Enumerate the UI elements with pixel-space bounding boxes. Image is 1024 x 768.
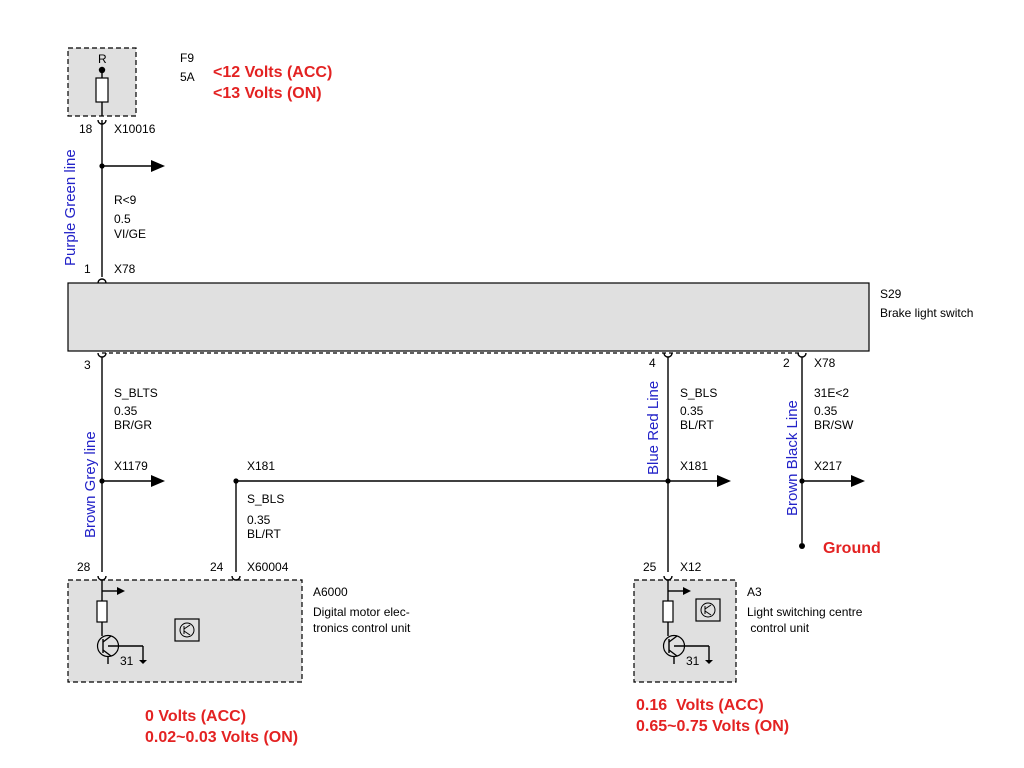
connector-x181-left: X181 bbox=[247, 459, 275, 473]
wire-size: 0.35 bbox=[114, 404, 138, 418]
pin-28-symbol bbox=[97, 575, 107, 581]
wire-bus-s-bls: X181 S_BLS 0.35 BL/RT X181 bbox=[233, 459, 731, 572]
fuse-rating: 5A bbox=[180, 70, 195, 84]
pin-25: 25 bbox=[643, 560, 657, 574]
pin-3: 3 bbox=[84, 358, 91, 372]
ground-pin-31: 31 bbox=[120, 654, 134, 668]
pin-25-symbol bbox=[663, 575, 673, 581]
connector-x78-top: X78 bbox=[114, 262, 136, 276]
arrow-icon bbox=[717, 475, 731, 487]
lcm-housing bbox=[633, 579, 737, 683]
wire-size: 0.5 bbox=[114, 212, 131, 226]
pin-2: 2 bbox=[783, 356, 790, 370]
signal-name: S_BLTS bbox=[114, 386, 158, 400]
wire-purple-green: 18 X10016 R<9 0.5 VI/GE Purple Green lin… bbox=[62, 119, 165, 284]
circuit-code: 31E<2 bbox=[814, 386, 849, 400]
wire-color-name: Purple Green line bbox=[62, 149, 79, 266]
arrow-icon bbox=[151, 160, 165, 172]
connector-x12: X12 bbox=[680, 560, 702, 574]
circuit-code: R<9 bbox=[114, 193, 137, 207]
wire-color-code: VI/GE bbox=[114, 227, 146, 241]
ground-icon bbox=[139, 646, 147, 664]
connector-x181-right: X181 bbox=[680, 459, 708, 473]
wire-color-code: BL/RT bbox=[680, 418, 714, 432]
wire-size: 0.35 bbox=[247, 513, 271, 527]
wire-blue-red: 4 S_BLS 0.35 BL/RT Blue Red Line bbox=[645, 352, 717, 572]
pin-24-symbol bbox=[231, 575, 241, 581]
wire-color-code: BR/GR bbox=[114, 418, 152, 432]
wire-color-name: Blue Red Line bbox=[645, 381, 662, 475]
signal-name: S_BLS bbox=[680, 386, 717, 400]
control-unit-icon bbox=[174, 618, 200, 642]
connector-x78-top-symbol bbox=[97, 278, 107, 284]
switch-id: S29 bbox=[880, 287, 902, 301]
dme-id: A6000 bbox=[313, 585, 348, 599]
brake-light-switch: S29 Brake light switch bbox=[67, 282, 973, 354]
fuse-voltage-acc: <12 Volts (ACC) bbox=[213, 64, 332, 81]
switch-body bbox=[67, 282, 870, 352]
connector-x217: X217 bbox=[814, 459, 842, 473]
dme-control-unit: 28 24 X60004 A6000 Digital motor elec- t… bbox=[67, 560, 411, 746]
pin-1: 1 bbox=[84, 262, 91, 276]
pin-28: 28 bbox=[77, 560, 91, 574]
fuse-f9: R F9 5A <12 Volts (ACC) <13 Volts (ON) bbox=[67, 47, 332, 117]
light-switching-centre: 25 X12 A3 Light switching centre control… bbox=[633, 560, 863, 735]
arrow-icon bbox=[851, 475, 865, 487]
dme-name-line-2: tronics control unit bbox=[313, 621, 411, 635]
dme-name-line-1: Digital motor elec- bbox=[313, 605, 410, 619]
switch-name: Brake light switch bbox=[880, 306, 973, 320]
wire-color-code: BL/RT bbox=[247, 527, 281, 541]
pin-2-symbol bbox=[797, 352, 807, 358]
lcm-name-line-1: Light switching centre bbox=[747, 605, 863, 619]
ground-pin-31: 31 bbox=[686, 654, 700, 668]
wire-brown-black: 2 X78 31E<2 0.35 BR/SW Brown Black Line … bbox=[783, 352, 881, 557]
ground-icon bbox=[799, 543, 805, 549]
dme-voltage-acc: 0 Volts (ACC) bbox=[145, 708, 246, 725]
fuse-icon bbox=[95, 77, 109, 103]
wire-color-name: Brown Black Line bbox=[784, 400, 801, 516]
lcm-name-line-2: control unit bbox=[747, 621, 810, 635]
pin-24: 24 bbox=[210, 560, 224, 574]
connector-x60004: X60004 bbox=[247, 560, 289, 574]
lcm-voltage-acc: 0.16 Volts (ACC) bbox=[636, 697, 764, 714]
transistor-icon bbox=[96, 580, 143, 664]
wire-brown-grey: 3 S_BLTS 0.35 BR/GR Brown Grey line X117… bbox=[82, 352, 165, 572]
connector-x78-bottom: X78 bbox=[814, 356, 836, 370]
connector-x10016: X10016 bbox=[114, 122, 156, 136]
wire-color-code: BR/SW bbox=[814, 418, 854, 432]
pin-18: 18 bbox=[79, 122, 93, 136]
ground-label: Ground bbox=[823, 540, 881, 557]
fuse-terminal-letter: R bbox=[98, 52, 107, 66]
wire-size: 0.35 bbox=[814, 404, 838, 418]
dme-voltage-on: 0.02~0.03 Volts (ON) bbox=[145, 729, 298, 746]
fuse-voltage-on: <13 Volts (ON) bbox=[213, 85, 322, 102]
arrow-icon bbox=[151, 475, 165, 487]
wire-size: 0.35 bbox=[680, 404, 704, 418]
ground-icon bbox=[705, 646, 713, 664]
lcm-voltage-on: 0.65~0.75 Volts (ON) bbox=[636, 718, 789, 735]
transistor-icon bbox=[662, 580, 709, 664]
signal-name: S_BLS bbox=[247, 492, 284, 506]
wire-color-name: Brown Grey line bbox=[82, 431, 99, 538]
pin-4: 4 bbox=[649, 356, 656, 370]
fuse-name: F9 bbox=[180, 51, 194, 65]
control-unit-icon bbox=[695, 598, 721, 622]
lcm-id: A3 bbox=[747, 585, 762, 599]
connector-x1179: X1179 bbox=[114, 459, 148, 473]
